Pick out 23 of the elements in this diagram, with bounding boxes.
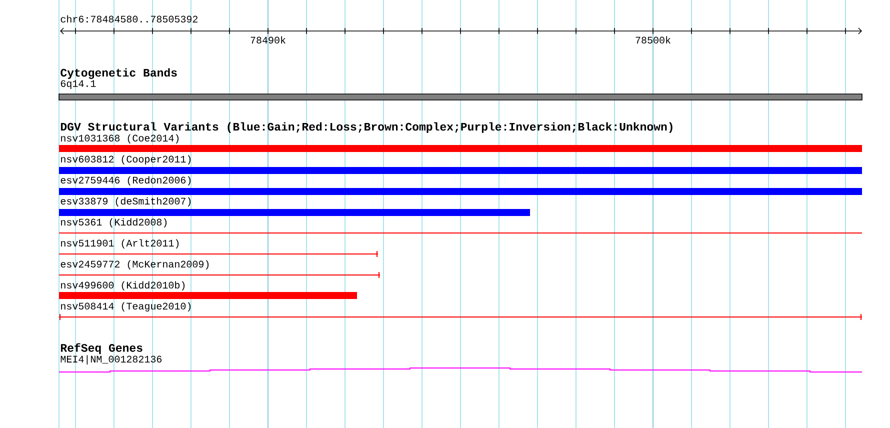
variant-bar: nsv499600 (Kidd2010b) [59, 281, 357, 299]
node-label: nsv603812 (Cooper2011) [61, 155, 191, 165]
track-heading: RefSeq Genes [60, 343, 142, 354]
tick-label: 78500k [636, 36, 670, 44]
variant-bar: esv33879 (deSmith2007) [59, 197, 530, 216]
variant-line: nsv511901 (Arlt2011) [58, 239, 378, 258]
variant-line: nsv508414 (Teague2010) [58, 302, 863, 320]
cytoband-bar: 6q14.1 [58, 80, 862, 100]
node-label: esv2759446 (Redon2006) [60, 176, 191, 186]
node-label: nsv499600 (Kidd2010b) [61, 281, 185, 291]
track-heading: DGV Structural Variants (Blue:Gain;Red:Loss;Brown:Complex;Purple:Inversion;Black:Unknown) [60, 122, 672, 133]
variant-bar: nsv1031368 (Coe2014) [59, 134, 862, 152]
node-label: 6q14.1 [60, 80, 96, 89]
node-label: nsv1031368 (Coe2014) [61, 134, 179, 144]
region-label: chr6:78484580..78505392 [60, 15, 198, 23]
variant-line: nsv5361 (Kidd2008) [58, 218, 863, 234]
variant-line: esv2459772 (McKernan2009) [58, 260, 380, 278]
node-label: esv33879 (deSmith2007) [60, 197, 191, 207]
gene-line: MEI4|NM_001282136 [58, 355, 863, 372]
track-heading: Cytogenetic Bands [60, 68, 177, 79]
variant-bar: nsv603812 (Cooper2011) [59, 155, 862, 174]
tick-label: 78490k [250, 36, 286, 44]
variant-bar: esv2759446 (Redon2006) [59, 176, 862, 195]
